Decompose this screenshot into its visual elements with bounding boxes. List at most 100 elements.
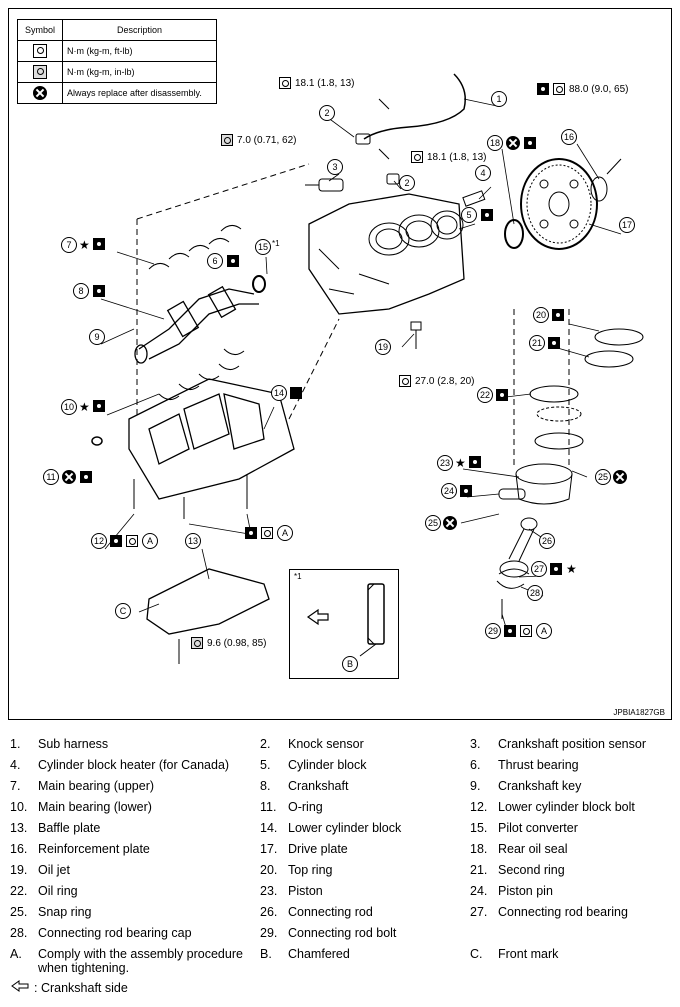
legend-item: 10.Main bearing (lower) xyxy=(10,800,152,814)
crankshaft-side-note: : Crankshaft side xyxy=(10,980,128,995)
o-ring-drawing xyxy=(91,436,103,446)
legend-item: 24.Piston pin xyxy=(470,884,553,898)
callout-25: 25 xyxy=(595,469,611,485)
torque-knock-sensor: 7.0 (0.71, 62) xyxy=(237,135,297,146)
callout-17: 17 xyxy=(619,217,635,233)
piston-pin-drawing xyxy=(498,488,526,500)
callout-11: 11 xyxy=(43,469,59,485)
sub-harness-drawing xyxy=(363,73,466,140)
legend-item: 15.Pilot converter xyxy=(470,821,578,835)
piston-drawing xyxy=(515,463,573,505)
callout-2: 2 xyxy=(319,105,335,121)
knock-sensor-drawing xyxy=(355,133,400,185)
torque-ft-lb-icon xyxy=(33,44,47,58)
oil-icon xyxy=(548,337,560,349)
oil-icon xyxy=(504,625,516,637)
oil-icon xyxy=(93,400,105,412)
pilot-note-marker: *1 xyxy=(272,239,280,248)
inset-note: *1 xyxy=(294,572,302,581)
legend-item: 16.Reinforcement plate xyxy=(10,842,150,856)
crank-position-sensor-drawing xyxy=(305,178,344,192)
star-marker: ★ xyxy=(79,400,90,414)
callout-26: 26 xyxy=(539,533,555,549)
legend-item: 9.Crankshaft key xyxy=(470,779,582,793)
engine-exploded-view xyxy=(91,73,644,664)
legend-item: 27.Connecting rod bearing xyxy=(470,905,628,919)
legend-item: 4.Cylinder block heater (for Canada) xyxy=(10,758,230,772)
callout-22: 22 xyxy=(477,387,493,403)
torque-icon xyxy=(221,134,233,146)
legend-note-c: C.Front mark xyxy=(470,947,559,961)
symbol-row-text: N·m (kg-m, in-lb) xyxy=(62,61,217,83)
main-bearing-upper-drawing xyxy=(148,225,242,270)
callout-1: 1 xyxy=(491,91,507,107)
callout-19: 19 xyxy=(375,339,391,355)
pilot-converter-inset: *1 B xyxy=(289,569,399,679)
legend-item: 20.Top ring xyxy=(260,863,333,877)
always-replace-icon xyxy=(33,86,47,100)
chamfered-marker: B xyxy=(342,656,358,672)
sealant-icon xyxy=(290,387,302,399)
oil-icon xyxy=(496,389,508,401)
torque-icon xyxy=(411,151,423,163)
chamfer-detail xyxy=(306,583,385,657)
callout-24: 24 xyxy=(441,483,457,499)
exploded-diagram: Symbol Description N·m (kg-m, ft-lb) N·m… xyxy=(8,8,672,720)
assembly-procedure-marker: A xyxy=(277,525,293,541)
block-heater-drawing xyxy=(462,190,486,207)
legend-item: 6.Thrust bearing xyxy=(470,758,579,772)
replace-icon xyxy=(62,470,76,484)
legend-item: 14.Lower cylinder block xyxy=(260,821,402,835)
legend-item: 25.Snap ring xyxy=(10,905,92,919)
oil-icon xyxy=(227,255,239,267)
oil-icon xyxy=(552,309,564,321)
assembly-procedure-marker: A xyxy=(536,623,552,639)
oil-icon xyxy=(550,563,562,575)
pilot-converter-drawing xyxy=(252,275,266,293)
oil-icon xyxy=(93,238,105,250)
piston-rings-drawing xyxy=(529,328,644,450)
symbol-header: Symbol xyxy=(17,19,63,41)
callout-25: 25 xyxy=(425,515,441,531)
assembly-procedure-marker: A xyxy=(142,533,158,549)
legend-item: 8.Crankshaft xyxy=(260,779,349,793)
left-arrow-icon xyxy=(10,980,34,995)
conrod-bearing-drawing xyxy=(496,568,530,589)
legend-note-a: A.Comply with the assembly procedure whe… xyxy=(10,947,243,975)
oil-icon xyxy=(469,456,481,468)
drive-plate-drawing xyxy=(520,158,598,250)
legend-item: 17.Drive plate xyxy=(260,842,348,856)
front-mark-marker: C xyxy=(115,603,131,619)
callout-9: 9 xyxy=(89,329,105,345)
replace-icon xyxy=(613,470,627,484)
legend-item: 7.Main bearing (upper) xyxy=(10,779,155,793)
torque-icon xyxy=(261,527,273,539)
star-marker: ★ xyxy=(455,456,466,470)
main-bearing-lower-drawing xyxy=(158,348,245,400)
baffle-plate-drawing xyxy=(146,568,270,635)
star-marker: ★ xyxy=(566,562,577,576)
lower-cylinder-block-drawing xyxy=(128,378,295,500)
callout-29: 29 xyxy=(485,623,501,639)
torque-oil-jet: 27.0 (2.8, 20) xyxy=(415,376,475,387)
oil-icon xyxy=(537,83,549,95)
legend-item: 2.Knock sensor xyxy=(260,737,364,751)
callout-7: 7 xyxy=(61,237,77,253)
legend-item: 11.O-ring xyxy=(260,800,323,814)
oil-icon xyxy=(80,471,92,483)
legend-item: 12.Lower cylinder block bolt xyxy=(470,800,635,814)
rear-oil-seal-drawing xyxy=(504,219,524,249)
legend-item: 18.Rear oil seal xyxy=(470,842,568,856)
callout-13: 13 xyxy=(185,533,201,549)
legend-item: 1.Sub harness xyxy=(10,737,109,751)
description-header: Description xyxy=(62,19,217,41)
callout-18: 18 xyxy=(487,135,503,151)
callout-8: 8 xyxy=(73,283,89,299)
callout-28: 28 xyxy=(527,585,543,601)
torque-sensor-bolt: 18.1 (1.8, 13) xyxy=(427,152,487,163)
torque-icon xyxy=(279,77,291,89)
callout-10: 10 xyxy=(61,399,77,415)
oil-jet-drawing xyxy=(410,321,422,349)
callout-15: 15 xyxy=(255,239,271,255)
legend-item: 23.Piston xyxy=(260,884,323,898)
